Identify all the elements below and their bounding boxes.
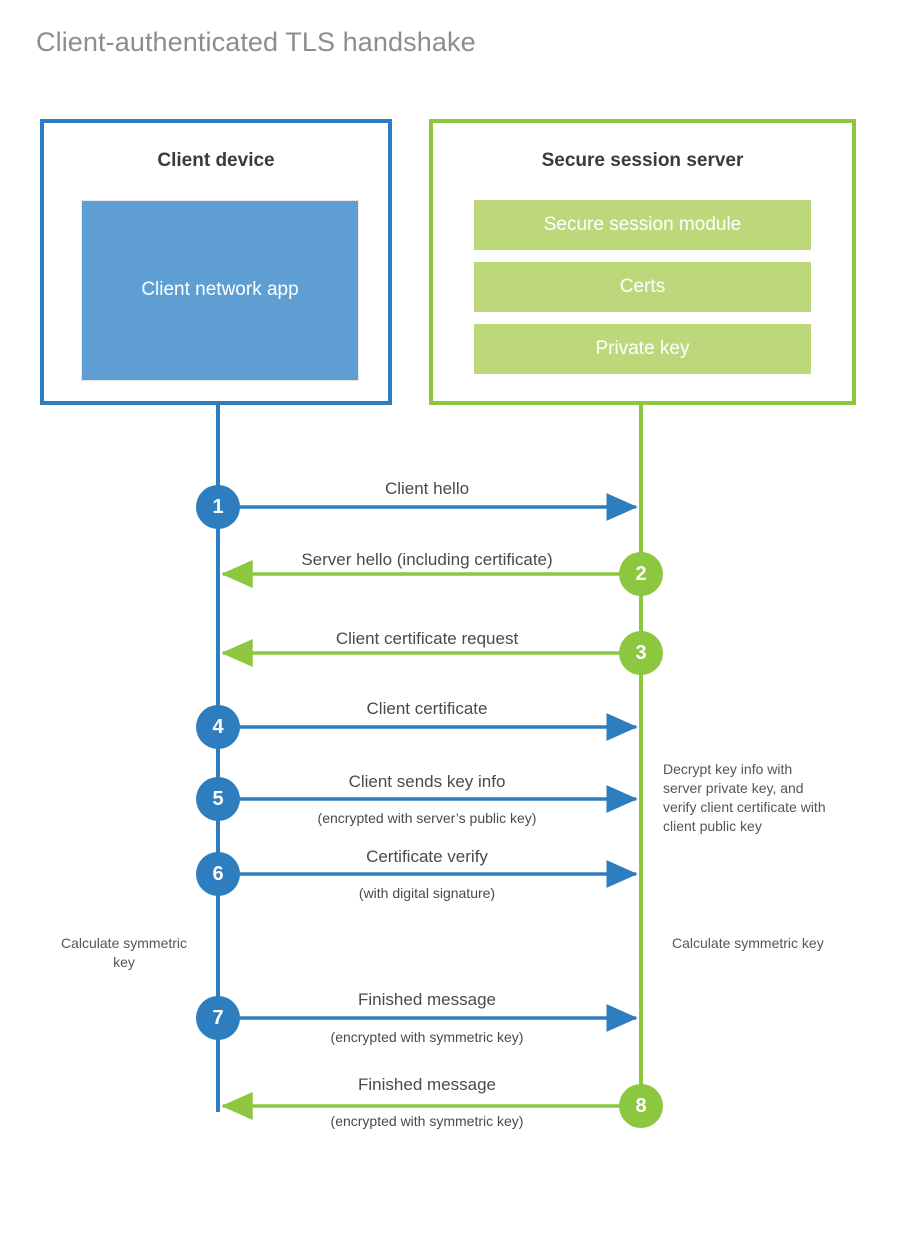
secure-session-server-title: Secure session server	[541, 150, 744, 171]
step-4-label: Client certificate	[366, 699, 488, 718]
step-1-label: Client hello	[384, 479, 470, 498]
step-circle-4[interactable]: 4	[196, 705, 240, 749]
client-calculate-symmetric-key-note: Calculate symmetric key	[60, 935, 188, 970]
step-7-sublabel: (encrypted with symmetric key)	[330, 1029, 524, 1045]
step-circle-3[interactable]: 3	[619, 631, 663, 675]
step-5-sublabel: (encrypted with server’s public key)	[317, 810, 537, 826]
client-device-box: Client device Client network app	[40, 119, 392, 405]
client-network-app-block: Client network app	[81, 200, 359, 381]
step-circle-6[interactable]: 6	[196, 852, 240, 896]
client-device-title: Client device	[157, 150, 275, 171]
step-circle-2[interactable]: 2	[619, 552, 663, 596]
page-title: Client-authenticated TLS handshake	[36, 27, 476, 57]
server-decrypt-note: Decrypt key info with server private key…	[663, 761, 826, 834]
server-calculate-symmetric-key-note: Calculate symmetric key	[672, 935, 824, 951]
step-circle-8[interactable]: 8	[619, 1084, 663, 1128]
step-6-sublabel: (with digital signature)	[358, 885, 496, 901]
step-6-label: Certificate verify	[366, 847, 488, 866]
secure-session-module-block: Secure session module	[474, 200, 811, 250]
step-7-label: Finished message	[358, 990, 496, 1009]
step-8-sublabel: (encrypted with symmetric key)	[330, 1113, 524, 1129]
step-8-label: Finished message	[358, 1075, 496, 1094]
step-circle-5[interactable]: 5	[196, 777, 240, 821]
step-5-label: Client sends key info	[348, 772, 506, 791]
private-key-block: Private key	[474, 324, 811, 374]
step-2-label: Server hello (including certificate)	[301, 550, 553, 569]
secure-session-server-box: Secure session server Secure session mod…	[429, 119, 856, 405]
step-circle-1[interactable]: 1	[196, 485, 240, 529]
certs-block: Certs	[474, 262, 811, 312]
step-circle-7[interactable]: 7	[196, 996, 240, 1040]
step-3-label: Client certificate request	[335, 629, 519, 648]
